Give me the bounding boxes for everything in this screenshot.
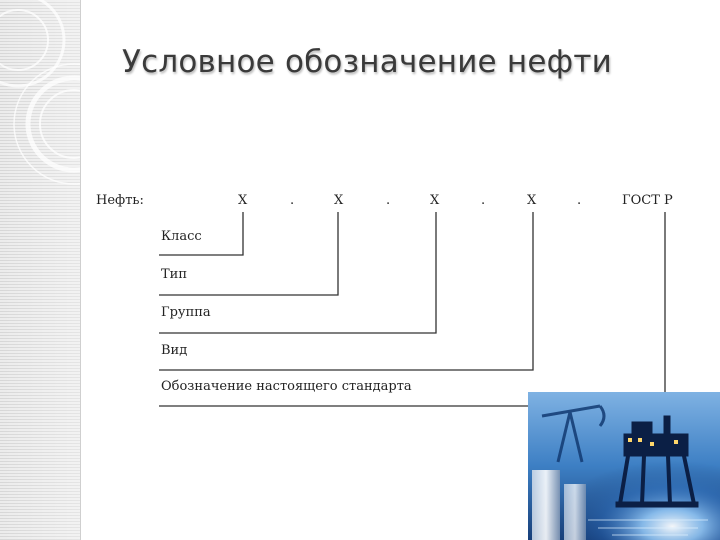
connector-class <box>159 212 244 256</box>
connector-standard <box>159 212 666 407</box>
slot-group-x: X <box>430 193 440 208</box>
label-class: Класс <box>161 229 202 244</box>
separator-2: . <box>386 193 390 208</box>
left-decorative-panel <box>0 0 80 540</box>
sidebar-shade <box>0 0 80 540</box>
connector-kind <box>159 212 534 371</box>
separator-4: . <box>577 193 581 208</box>
slot-type-x: X <box>334 193 344 208</box>
label-group: Группа <box>161 305 211 320</box>
separator-3: . <box>481 193 485 208</box>
label-type: Тип <box>161 267 187 282</box>
label-kind: Вид <box>161 343 187 358</box>
connector-type <box>159 212 339 296</box>
sidebar-divider <box>80 0 81 540</box>
prefix-label: Нефть: <box>96 193 144 208</box>
slot-kind-x: X <box>527 193 537 208</box>
connector-group <box>159 212 437 334</box>
slide-title: Условное обозначение нефти <box>122 44 612 80</box>
separator-1: . <box>290 193 294 208</box>
circle-arcs-icon <box>0 0 80 185</box>
standard-label: ГОСТ Р <box>622 193 673 208</box>
label-standard-designation: Обозначение настоящего стандарта <box>161 379 412 394</box>
oil-platform-collage-image <box>528 392 720 540</box>
slot-class-x: X <box>238 193 248 208</box>
